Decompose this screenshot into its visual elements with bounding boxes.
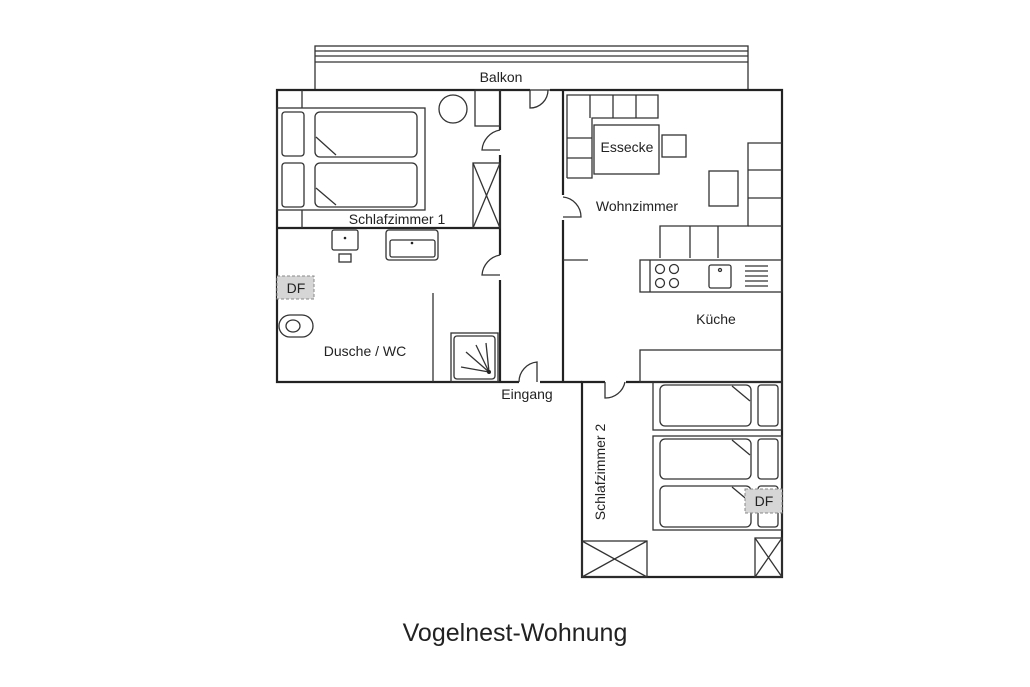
shower-icon (453, 335, 496, 380)
skylight-label-2: DF (755, 493, 774, 509)
armchair-icon (438, 94, 468, 124)
plan-title: Vogelnest-Wohnung (403, 619, 628, 647)
bathroom: DF Dusche / WC (276, 229, 499, 383)
kitchen: Küche (639, 259, 783, 383)
balcony: Balkon (314, 45, 749, 91)
bedroom-2: DF Schlafzimmer 2 (581, 381, 783, 578)
bedroom-1: Schlafzimmer 1 (276, 89, 501, 229)
skylight-label: DF (287, 280, 306, 296)
dining-table (593, 124, 660, 175)
kitchen-label: Küche (696, 311, 736, 327)
living-room: Essecke Wohnzimmer (566, 94, 782, 258)
skylight-marker (276, 275, 315, 300)
sink-icon (708, 264, 732, 289)
skylight-marker-2 (744, 488, 783, 514)
bedroom1-label: Schlafzimmer 1 (349, 211, 446, 227)
entrance-label: Eingang (501, 386, 552, 402)
bedroom2-label: Schlafzimmer 2 (592, 424, 608, 521)
dining-label: Essecke (601, 139, 654, 155)
toilet-icon (278, 314, 314, 338)
bathroom-label: Dusche / WC (324, 343, 406, 359)
living-label: Wohnzimmer (596, 198, 679, 214)
balcony-label: Balkon (480, 69, 523, 85)
walls (275, 88, 784, 579)
doors (481, 89, 626, 399)
